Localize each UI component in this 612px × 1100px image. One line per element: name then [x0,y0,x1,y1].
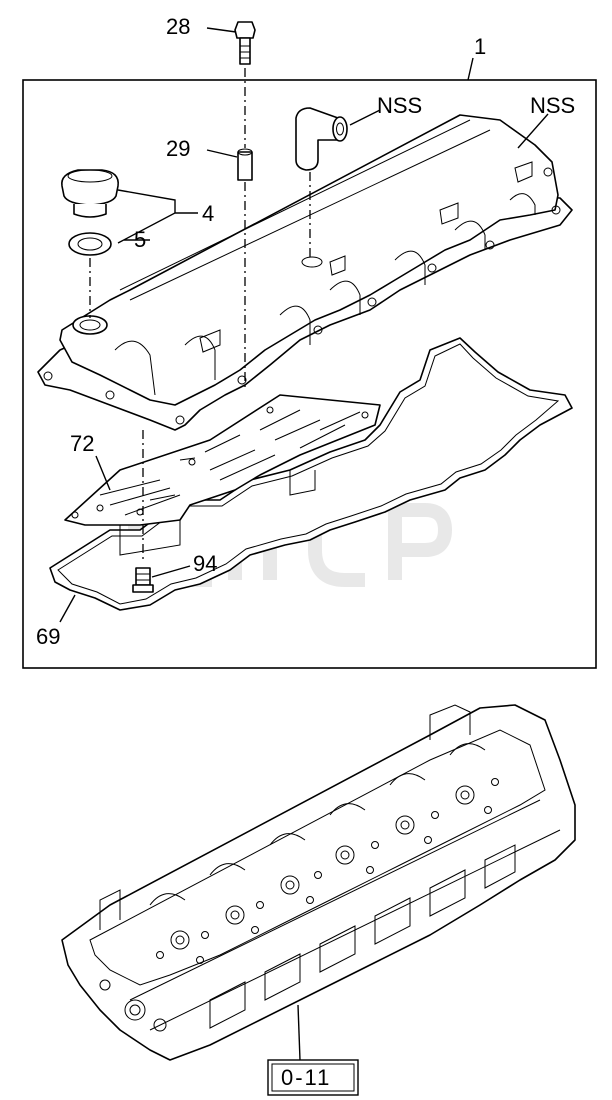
cylinder-head [61,704,576,1061]
callout-72: 72 [70,431,94,456]
callout-94: 94 [193,551,217,576]
callout-nss-breather: NSS [377,93,422,118]
callout-4: 4 [202,201,214,226]
callout-29: 29 [166,136,190,161]
leader-lines [59,27,549,623]
stud-94 [132,567,154,593]
cap-seal-ring [68,232,112,256]
rocker-cover [37,114,573,431]
grommet-29 [237,148,253,181]
bolt-28 [234,21,256,65]
callout-1: 1 [474,34,486,59]
callout-5: 5 [134,227,146,252]
callout-28: 28 [166,14,190,39]
reference-box[interactable]: 0-11 [267,1059,359,1096]
baffle-plate [64,394,381,556]
callout-69: 69 [36,624,60,649]
callout-nss-cover: NSS [530,93,575,118]
breather-elbow [295,107,348,171]
oil-filler-cap [61,169,119,218]
assembly-frame [22,79,597,669]
reference-label[interactable]: 0-11 [281,1065,331,1090]
